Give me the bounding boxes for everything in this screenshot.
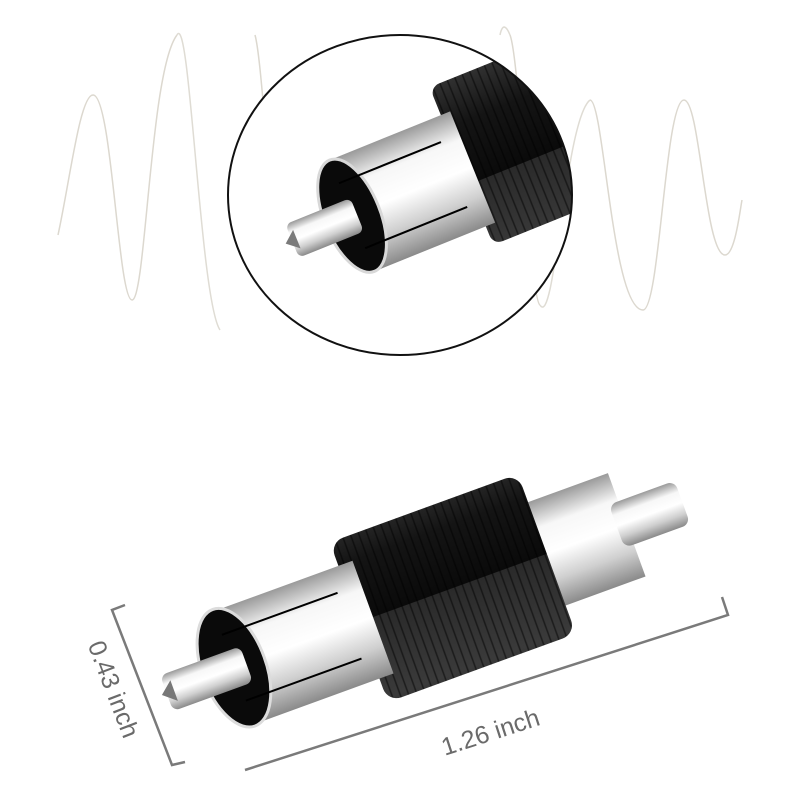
rca-coupler-image bbox=[161, 473, 689, 729]
dimension-bracket-length bbox=[244, 596, 730, 772]
closeup-callout bbox=[227, 34, 573, 356]
dimension-bracket-diameter bbox=[110, 603, 186, 767]
